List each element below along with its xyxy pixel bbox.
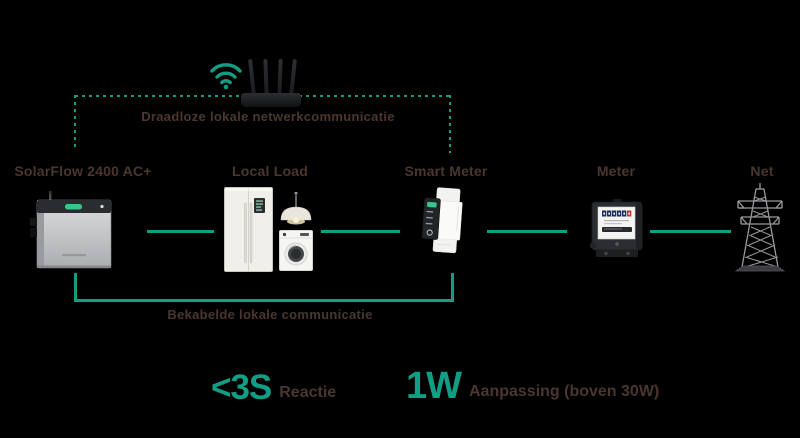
stat-adjustment-value: 1W bbox=[406, 365, 462, 407]
stat-adjustment-label: Aanpassing (boven 30W) bbox=[469, 383, 660, 401]
device-label-meter: Meter bbox=[596, 163, 636, 179]
washing-machine-icon bbox=[279, 230, 313, 271]
wired-line-horizontal bbox=[74, 299, 454, 302]
pendant-lamp-icon bbox=[280, 192, 312, 225]
stat-adjustment: 1W Aanpassing (boven 30W) bbox=[406, 365, 660, 407]
connector-smartmeter-meter bbox=[487, 230, 567, 233]
router-antenna-icon bbox=[289, 58, 297, 97]
router-icon bbox=[241, 55, 301, 107]
wired-line-right bbox=[451, 273, 454, 300]
wired-line-left bbox=[74, 273, 77, 300]
connector-meter-net bbox=[650, 230, 731, 233]
stat-response-label: Reactie bbox=[279, 383, 337, 401]
router-body bbox=[241, 93, 301, 107]
wifi-icon bbox=[210, 63, 242, 90]
wired-connection-label: Bekabelde lokale communicatie bbox=[167, 307, 373, 322]
stat-response-time: <3S Reactie bbox=[211, 368, 337, 407]
solarflow-battery-icon bbox=[30, 191, 112, 269]
connector-load-smartmeter bbox=[321, 230, 400, 233]
router-antenna-icon bbox=[248, 58, 256, 97]
device-label-net: Net bbox=[750, 163, 774, 179]
router-antenna-icon bbox=[263, 58, 269, 97]
wireless-dashed-line-right bbox=[449, 95, 451, 153]
device-label-smart-meter: Smart Meter bbox=[404, 163, 488, 179]
din-rail-meter-icon bbox=[421, 187, 463, 254]
electricity-meter-icon bbox=[590, 199, 643, 257]
wireless-connection-label: Draadloze lokale netwerkcommunicatie bbox=[141, 109, 395, 124]
fridge-icon bbox=[224, 187, 273, 272]
connector-solarflow-load bbox=[147, 230, 214, 233]
wireless-dashed-line-left bbox=[74, 95, 76, 149]
device-label-local-load: Local Load bbox=[232, 163, 308, 179]
device-label-solarflow: SolarFlow 2400 AC+ bbox=[14, 163, 152, 179]
stat-response-value: <3S bbox=[211, 368, 272, 407]
router-antenna-icon bbox=[277, 58, 283, 97]
transmission-tower-icon bbox=[734, 183, 786, 272]
